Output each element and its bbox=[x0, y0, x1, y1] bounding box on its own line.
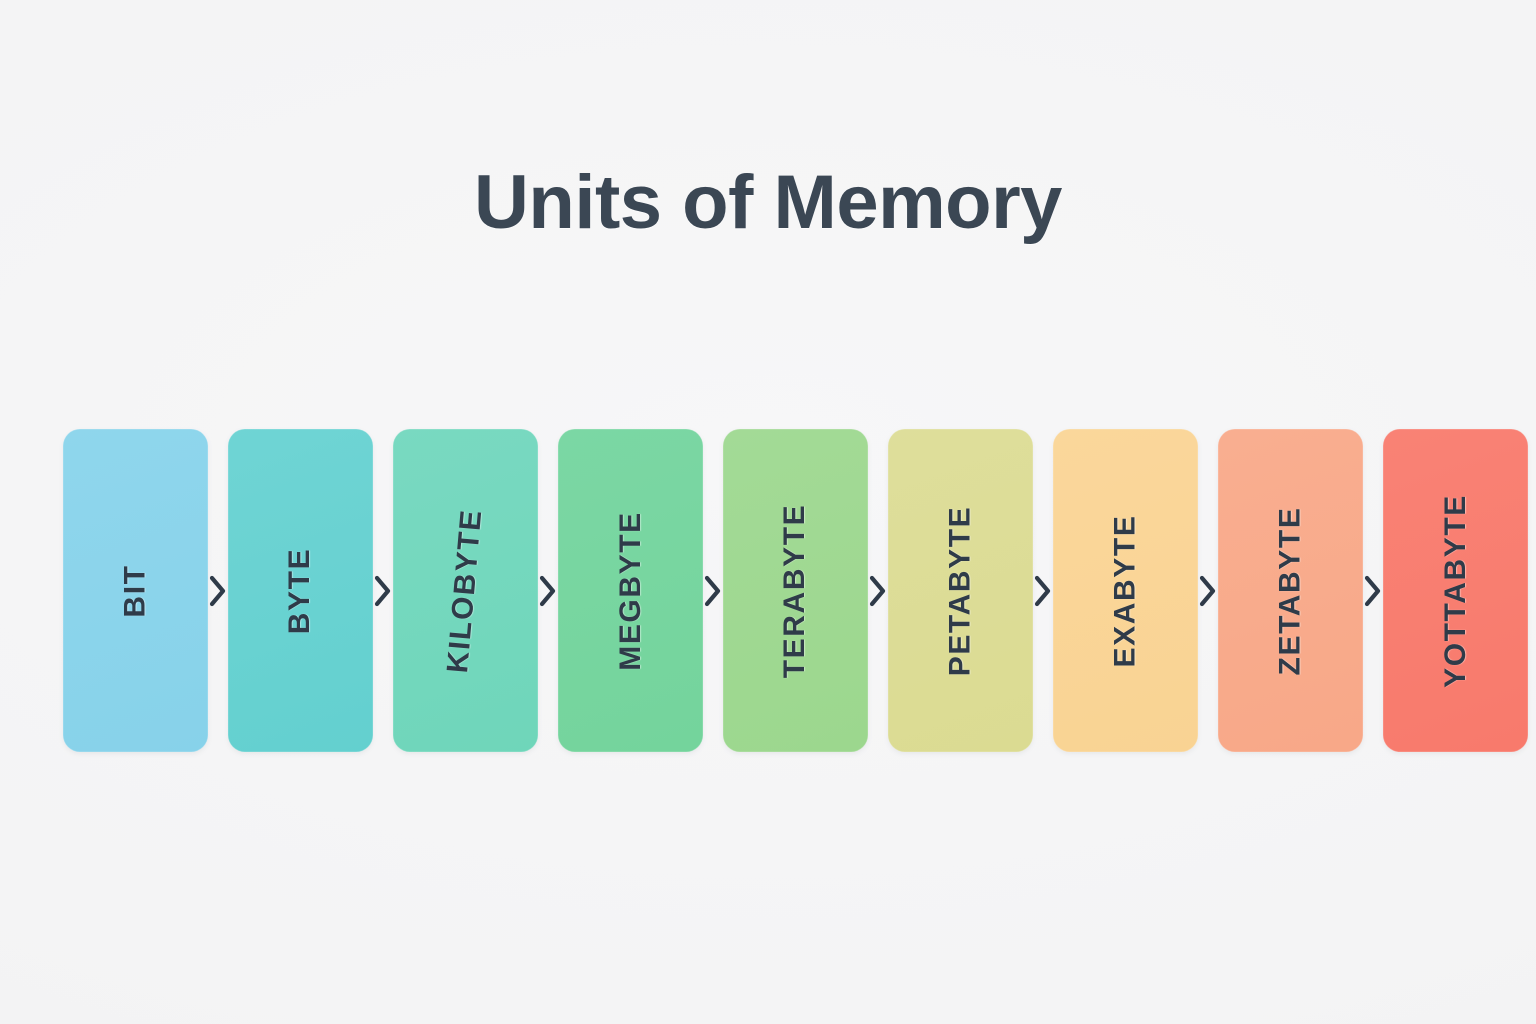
flow-connector-1 bbox=[208, 429, 228, 752]
flow-connector-4 bbox=[703, 429, 723, 752]
unit-box-bit[interactable]: BIT bbox=[63, 429, 208, 752]
unit-box-zetabyte[interactable]: ZETABYTE bbox=[1218, 429, 1363, 752]
unit-box-byte[interactable]: BYTE bbox=[228, 429, 373, 752]
unit-box-kilobyte[interactable]: KILOBYTE bbox=[393, 429, 538, 752]
memory-units-flow: BIT BYTE KILOBYTE MEGBYTE TERABYTE PETABYTE EX… bbox=[63, 429, 1528, 752]
unit-box-petabyte[interactable]: PETABYTE bbox=[888, 429, 1033, 752]
unit-box-megbyte[interactable]: MEGBYTE bbox=[558, 429, 703, 752]
unit-label: TERABYTE bbox=[778, 503, 812, 678]
unit-label: BIT bbox=[118, 563, 152, 618]
unit-label: EXABYTE bbox=[1108, 514, 1142, 667]
unit-label: KILOBYTE bbox=[441, 507, 489, 674]
flow-connector-2 bbox=[373, 429, 393, 752]
chevron-right-icon bbox=[538, 574, 558, 608]
page-title: Units of Memory bbox=[474, 160, 1062, 245]
flow-connector-3 bbox=[538, 429, 558, 752]
unit-label: MEGBYTE bbox=[613, 510, 647, 671]
chevron-right-icon bbox=[208, 574, 228, 608]
unit-label: PETABYTE bbox=[943, 505, 977, 676]
chevron-right-icon bbox=[1033, 574, 1053, 608]
flow-connector-7 bbox=[1198, 429, 1218, 752]
flow-connector-6 bbox=[1033, 429, 1053, 752]
unit-label: BYTE bbox=[283, 547, 317, 634]
chevron-right-icon bbox=[1198, 574, 1218, 608]
unit-box-yottabyte[interactable]: YOTTABYTE bbox=[1383, 429, 1528, 752]
chevron-right-icon bbox=[373, 574, 393, 608]
unit-box-exabyte[interactable]: EXABYTE bbox=[1053, 429, 1198, 752]
flow-connector-8 bbox=[1363, 429, 1383, 752]
chevron-right-icon bbox=[703, 574, 723, 608]
unit-label: YOTTABYTE bbox=[1438, 493, 1472, 688]
flow-connector-5 bbox=[868, 429, 888, 752]
unit-label: ZETABYTE bbox=[1273, 506, 1307, 675]
chevron-right-icon bbox=[1363, 574, 1383, 608]
unit-box-terabyte[interactable]: TERABYTE bbox=[723, 429, 868, 752]
chevron-right-icon bbox=[868, 574, 888, 608]
